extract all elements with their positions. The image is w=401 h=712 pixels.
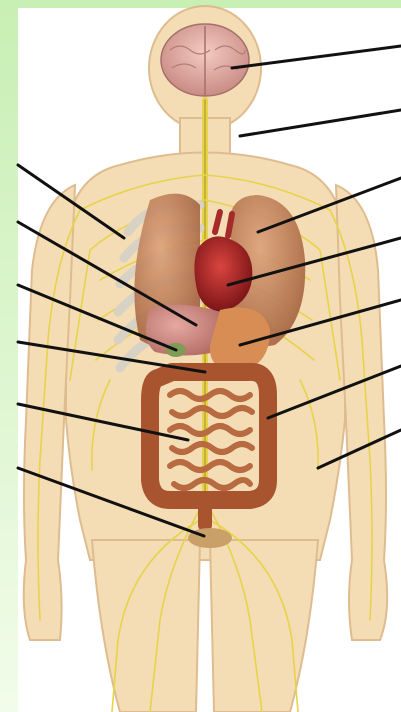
brain xyxy=(161,24,249,96)
